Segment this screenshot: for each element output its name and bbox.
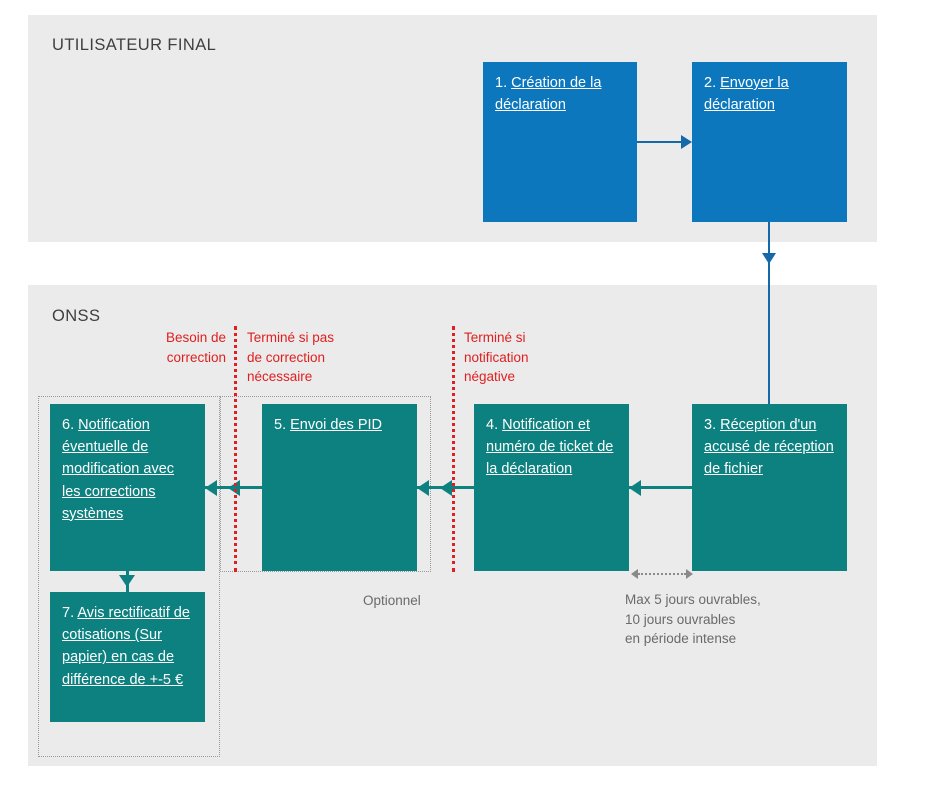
timing-arrow-line <box>638 573 686 575</box>
arrowhead-3-to-4 <box>629 480 641 496</box>
arrowhead-2-to-3 <box>762 253 776 264</box>
process-box-5-label: 5. Envoi des PID <box>274 417 383 433</box>
process-box-4-notification-ticket[interactable]: 4. Notification et numéro de ticket de l… <box>474 404 629 571</box>
annotation-besoin-correction: Besoin de correction <box>165 330 226 365</box>
process-box-3-label: 3. Réception d'un accusé de réception de… <box>704 417 834 478</box>
annotation-timing: Max 5 jours ouvrables, 10 jours ouvrable… <box>625 592 761 647</box>
process-box-2-envoyer-declaration[interactable]: 2. Envoyer la déclaration <box>692 62 847 222</box>
process-box-4-label: 4. Notification et numéro de ticket de l… <box>486 417 614 478</box>
connector-4-to-5-right <box>440 486 474 489</box>
connector-3-to-4 <box>629 486 692 489</box>
connector-4-to-5-left <box>417 486 445 489</box>
swimlane-title-utilisateur-final: UTILISATEUR FINAL <box>52 36 217 54</box>
arrowhead-1-to-2 <box>681 135 692 149</box>
process-box-5-envoi-pid[interactable]: 5. Envoi des PID <box>262 404 417 571</box>
arrowhead-4-to-5-right <box>440 480 452 496</box>
process-box-2-label: 2. Envoyer la déclaration <box>704 75 789 114</box>
swimlane-title-onss: ONSS <box>52 307 101 325</box>
timing-arrow-right <box>686 569 693 579</box>
connector-5-to-6-right <box>228 486 262 489</box>
decision-divider-notification <box>452 326 455 572</box>
process-box-6-notification-modification[interactable]: 6. Notification éventuelle de modificati… <box>50 404 205 571</box>
annotation-termine-si-pas-correction: Terminé si pas de correction nécessaire <box>247 330 335 385</box>
connector-1-to-2 <box>637 141 683 143</box>
dashed-group-optional <box>220 396 431 572</box>
decision-divider-correction <box>234 326 237 572</box>
process-box-1-label: 1. Création de la déclaration <box>495 75 602 114</box>
process-box-6-label: 6. Notification éventuelle de modificati… <box>62 417 175 522</box>
annotation-termine-si-notification-negative: Terminé si notification négative <box>464 330 529 385</box>
process-box-1-creation-declaration[interactable]: 1. Création de la déclaration <box>483 62 637 222</box>
arrowhead-6-to-7 <box>119 575 135 587</box>
timing-measure-arrow <box>631 569 693 579</box>
timing-arrow-left <box>631 569 638 579</box>
annotation-optionnel: Optionnel <box>363 593 421 608</box>
dashed-group-correction <box>38 396 220 757</box>
arrowhead-4-to-5-left <box>417 480 429 496</box>
process-box-7-avis-rectificatif[interactable]: 7. Avis rectificatif de cotisations (Sur… <box>50 592 205 722</box>
connector-2-to-3 <box>768 222 770 404</box>
arrowhead-5-to-6-left <box>205 480 217 496</box>
connector-5-to-6-left <box>205 486 233 489</box>
process-box-7-label: 7. Avis rectificatif de cotisations (Sur… <box>62 605 190 688</box>
process-box-3-reception-accuse[interactable]: 3. Réception d'un accusé de réception de… <box>692 404 847 571</box>
